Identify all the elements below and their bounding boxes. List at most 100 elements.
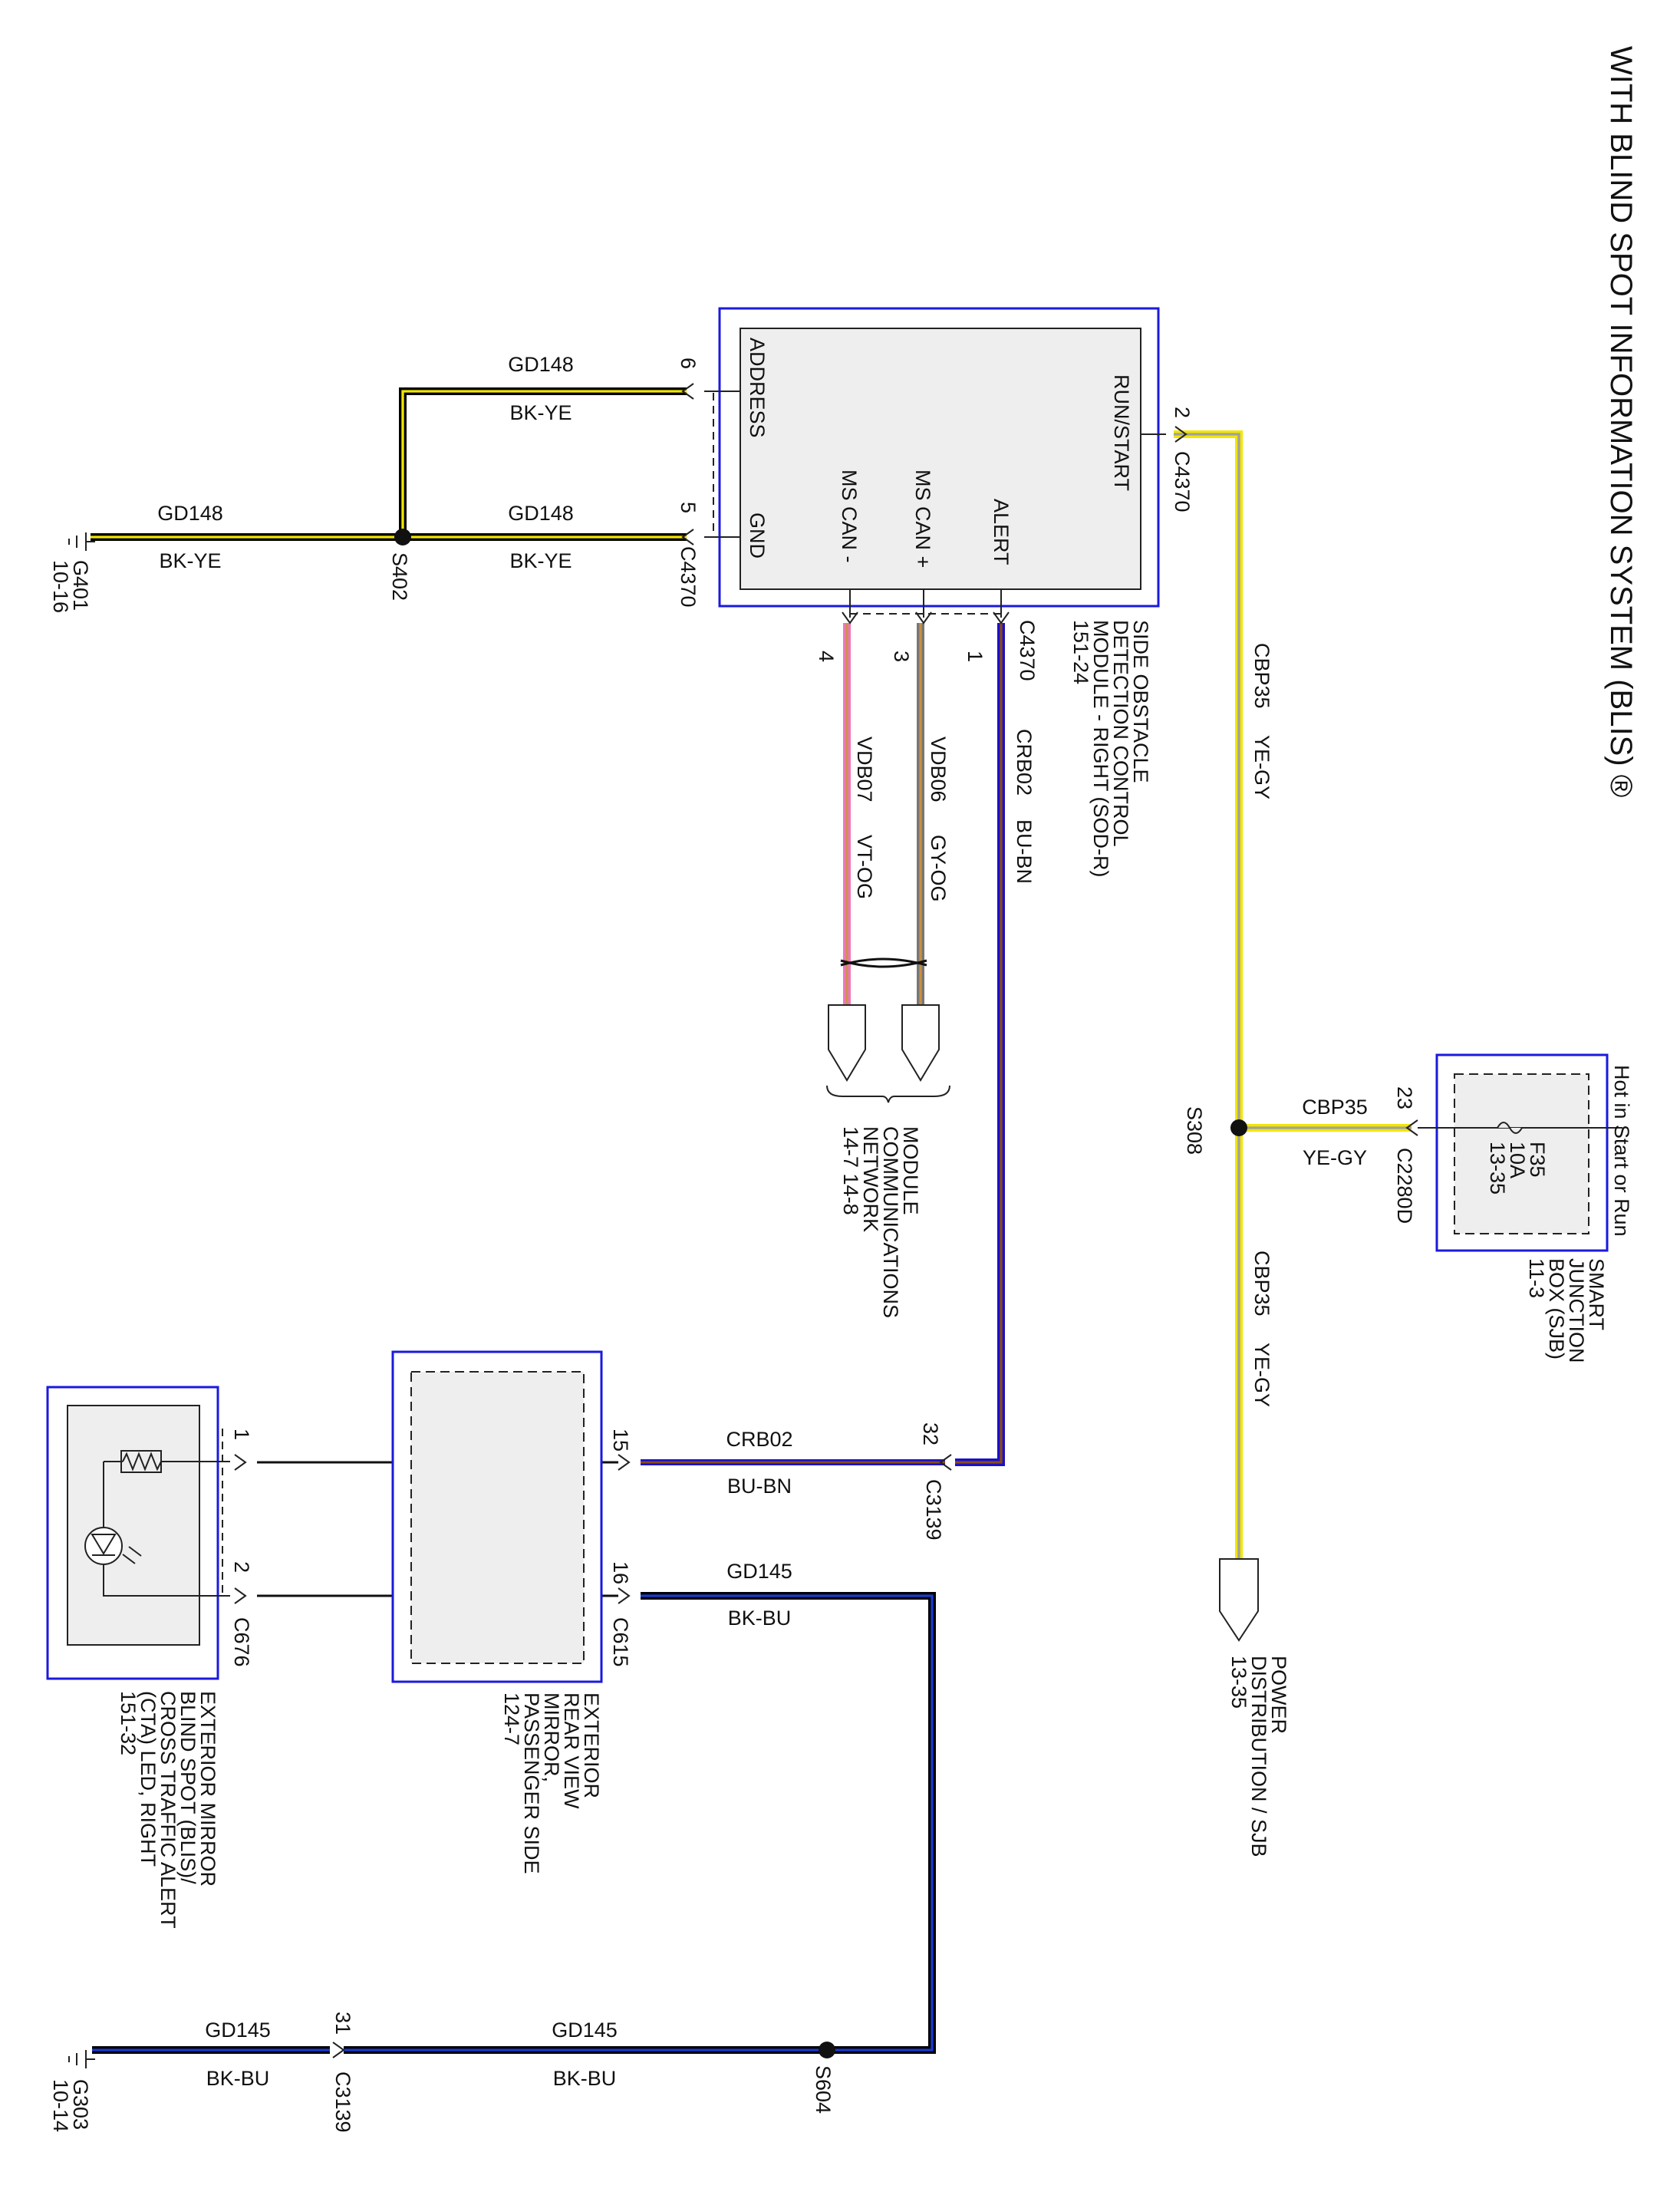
svg-text:151-24: 151-24	[1069, 620, 1092, 684]
pin-number-ms-can-minus: 4	[815, 651, 838, 662]
wire-vdb06-color: GY-OG	[927, 835, 950, 902]
svg-text:BOX (SJB): BOX (SJB)	[1545, 1258, 1568, 1360]
module-communications-network: MODULE COMMUNICATIONS NETWORK 14-7 14-8	[826, 1004, 950, 1318]
wire-vdb07-circuit: VDB07	[853, 737, 876, 803]
blis-led-module: 1 2 C676 EXTERIOR MIRROR BLIND SPOT (BLI…	[46, 1386, 253, 1929]
sjb-name: SMART JUNCTION BOX (SJB) 11-3	[1525, 1258, 1608, 1363]
wire-gd145-mirror-circuit: GD145	[726, 1560, 792, 1583]
wire-cbp35-top-circuit: CBP35	[1250, 643, 1273, 709]
wire-gd145-left-circuit: GD145	[205, 2019, 271, 2042]
wire-cbp35-sjb-color: YE-GY	[1303, 1146, 1367, 1169]
splice-s604-label: S604	[812, 2065, 835, 2114]
smart-junction-box: F35 10A 13-35 Hot in Start or Run 23 C22…	[1393, 1053, 1633, 1363]
sjb-hot-label: Hot in Start or Run	[1610, 1065, 1633, 1237]
wire-crb02-horiz-circuit: CRB02	[726, 1428, 792, 1451]
wire-crb02-vert-circuit: CRB02	[1013, 729, 1036, 796]
svg-text:JUNCTION: JUNCTION	[1565, 1258, 1588, 1363]
wire-vdb07-color: VT-OG	[853, 835, 876, 899]
svg-text:MODULE: MODULE	[899, 1126, 922, 1215]
splice-s308-label: S308	[1183, 1106, 1206, 1155]
wire-gd148-top-color: BK-YE	[509, 401, 572, 424]
diagram-title: WITH BLIND SPOT INFORMATION SYSTEM (BLIS…	[1604, 46, 1638, 797]
connector-c615: C615	[609, 1617, 632, 1667]
svg-text:F35: F35	[1526, 1142, 1549, 1178]
svg-text:POWER: POWER	[1267, 1656, 1290, 1734]
pin-number-run-start: 2	[1171, 407, 1194, 418]
wire-cbp35-bot-circuit: CBP35	[1250, 1251, 1273, 1317]
svg-text:SMART: SMART	[1585, 1258, 1608, 1330]
svg-text:151-32: 151-32	[117, 1691, 140, 1755]
pin-label-ms-can-minus: MS CAN -	[838, 470, 861, 563]
wire-crb02-alert	[955, 623, 1005, 1466]
splice-s402	[394, 529, 411, 545]
wire-gd148-top-circuit: GD148	[508, 353, 574, 376]
pin-label-address: ADDRESS	[746, 338, 769, 438]
wire-gd148-mid-circuit: GD148	[508, 502, 574, 525]
wire-gd145-left-color: BK-BU	[206, 2067, 270, 2090]
wire-gd148-address-tracer	[401, 390, 687, 537]
mirror-pin-15: 15	[609, 1429, 632, 1452]
led-icon	[84, 1527, 123, 1565]
svg-text:EXTERIOR: EXTERIOR	[580, 1692, 603, 1798]
sod-r-module: ADDRESS GND MS CAN - MS CAN + ALERT RUN/…	[677, 307, 1194, 878]
connector-arrows	[234, 383, 1418, 2058]
splice-s308	[1230, 1119, 1247, 1136]
ground-icon	[68, 532, 95, 551]
connector-c3139-bottom: C3139	[331, 2071, 354, 2133]
svg-text:BLIND SPOT (BLIS)/: BLIND SPOT (BLIS)/	[176, 1691, 199, 1884]
svg-text:11-3: 11-3	[1525, 1258, 1548, 1298]
fuse-icon	[1497, 1122, 1523, 1134]
sod-r-name: SIDE OBSTACLE DETECTION CONTROL MODULE -…	[1069, 620, 1152, 878]
svg-text:SIDE OBSTACLE: SIDE OBSTACLE	[1129, 620, 1152, 783]
ground-icon	[68, 2050, 95, 2068]
wire-cbp35-top-color: YE-GY	[1250, 735, 1273, 799]
ground-g303: G303 10-14	[49, 2050, 95, 2132]
connector-c4370-run: C4370	[1171, 451, 1194, 512]
led-pin-1: 1	[230, 1429, 253, 1440]
svg-text:NETWORK: NETWORK	[859, 1126, 882, 1232]
wire-gd148-left-color: BK-YE	[159, 549, 221, 572]
splice-s402-label: S402	[388, 552, 411, 601]
wire-cbp35-sjb-circuit: CBP35	[1302, 1096, 1368, 1119]
twisted-pair-marker	[840, 957, 927, 968]
mirror-name: EXTERIOR REAR VIEW MIRROR, PASSENGER SID…	[500, 1692, 603, 1874]
svg-text:10-14: 10-14	[49, 2079, 72, 2132]
led-name: EXTERIOR MIRROR BLIND SPOT (BLIS)/ CROSS…	[117, 1691, 219, 1929]
wire-gd148-mid-color: BK-YE	[509, 549, 572, 572]
svg-text:124-7: 124-7	[500, 1692, 523, 1745]
c3139-pin-31: 31	[331, 2012, 354, 2035]
connector-c2280d: C2280D	[1393, 1148, 1416, 1224]
pin-label-ms-can-plus: MS CAN +	[911, 470, 934, 568]
led-pin-2: 2	[230, 1561, 253, 1573]
pin-number-ms-can-plus: 3	[890, 651, 913, 662]
svg-text:(CTA) LED, RIGHT: (CTA) LED, RIGHT	[137, 1691, 160, 1867]
svg-text:13-35: 13-35	[1486, 1142, 1509, 1195]
connector-c4370-bottom: C4370	[1016, 620, 1039, 681]
svg-text:MODULE - RIGHT (SOD-R): MODULE - RIGHT (SOD-R)	[1089, 620, 1112, 878]
svg-text:14-7 14-8: 14-7 14-8	[839, 1126, 862, 1215]
pin-number-address: 6	[677, 358, 700, 369]
svg-text:PASSENGER SIDE: PASSENGER SIDE	[520, 1692, 543, 1874]
pin-label-gnd: GND	[746, 512, 769, 559]
sjb-pin-23: 23	[1393, 1086, 1416, 1109]
connector-c4370-gnd: C4370	[677, 546, 700, 608]
pin-label-alert: ALERT	[990, 499, 1013, 565]
svg-text:CROSS TRAFFIC ALERT: CROSS TRAFFIC ALERT	[156, 1691, 180, 1929]
wire-cbp35-run-tracer	[1174, 433, 1240, 1559]
power-distribution-terminal: POWER DISTRIBUTION / SJB 13-35	[1219, 1558, 1290, 1857]
wire-cbp35-bot-color: YE-GY	[1250, 1343, 1273, 1407]
wire-gd145-mirror-color: BK-BU	[728, 1607, 792, 1630]
resistor-icon	[122, 1452, 162, 1472]
splice-s604	[819, 2042, 835, 2058]
pin-number-gnd: 5	[677, 502, 700, 513]
wire-gd145-mid-circuit: GD145	[552, 2019, 618, 2042]
svg-text:10A: 10A	[1506, 1142, 1529, 1178]
connector-c676: C676	[230, 1617, 253, 1667]
wire-crb02-vert-color: BU-BN	[1013, 819, 1036, 884]
svg-text:13-35: 13-35	[1227, 1656, 1250, 1709]
svg-text:EXTERIOR MIRROR: EXTERIOR MIRROR	[196, 1691, 219, 1887]
svg-text:10-16: 10-16	[49, 560, 72, 613]
wire-gd148-left-circuit: GD148	[157, 502, 223, 525]
svg-text:DISTRIBUTION / SJB: DISTRIBUTION / SJB	[1247, 1656, 1270, 1857]
